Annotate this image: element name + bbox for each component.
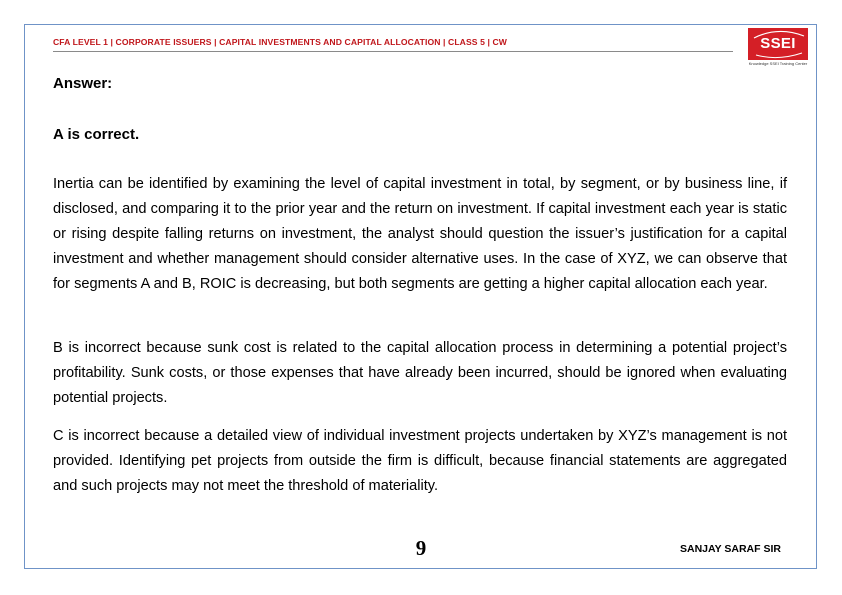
answer-heading: Answer:	[53, 75, 113, 92]
page-number: 9	[415, 536, 427, 560]
logo-badge: SSEI	[748, 28, 808, 60]
explanation-paragraph: C is incorrect because a detailed view o…	[53, 428, 787, 494]
header-title: CFA LEVEL 1 | CORPORATE ISSUERS | CAPITA…	[53, 37, 507, 47]
page-frame	[24, 24, 817, 569]
explanation-paragraph: B is incorrect because sunk cost is rela…	[53, 340, 787, 406]
explanation-paragraph: Inertia can be identified by examining t…	[53, 176, 787, 292]
logo-tagline: Knowledge SSEI Training Center	[748, 61, 808, 66]
header-divider	[53, 51, 733, 52]
author-name: SANJAY SARAF SIR	[680, 543, 781, 555]
correct-answer: A is correct.	[53, 126, 140, 143]
logo-text: SSEI	[760, 35, 796, 52]
logo-swoosh-icon	[753, 30, 805, 59]
ssei-logo: SSEI Knowledge SSEI Training Center	[746, 28, 810, 69]
